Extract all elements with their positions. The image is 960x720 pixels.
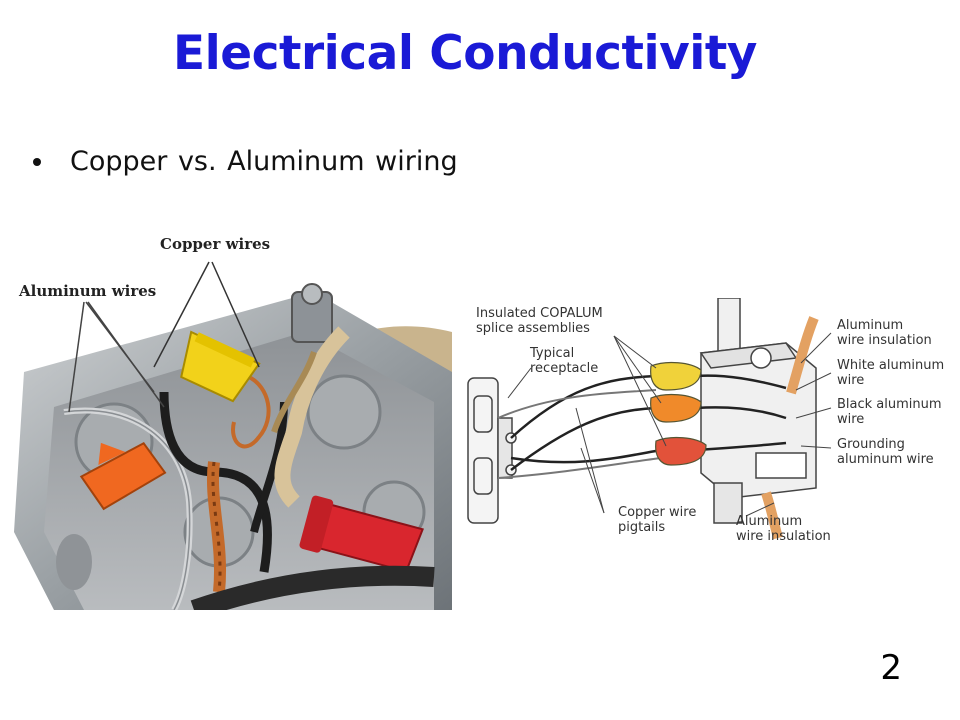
splice-assemblies-label: Insulated COPALUM splice assemblies [476,306,603,336]
aluminum-wires-label: Aluminum wires [17,282,159,300]
slide-title: Electrical Conductivity [173,26,757,81]
junction-box-photo: Copper wires Aluminum wires [14,232,452,620]
copper-pigtails-label: Copper wire pigtails [618,505,697,535]
copper-wires-label: Copper wires [158,235,273,253]
black-aluminum-wire-label: Black aluminum wire [837,397,942,427]
aluminum-insulation-top-label: Aluminum wire insulation [837,318,932,348]
grounding-aluminum-wire-label: Grounding aluminum wire [837,437,934,467]
bullet-text: Copper vs. Aluminum wiring [70,146,458,177]
bullet-item: Copper vs. Aluminum wiring [33,146,458,177]
copalum-wiring-diagram: Insulated COPALUM splice assemblies Typi… [456,297,956,548]
aluminum-insulation-bottom-label: Aluminum wire insulation [736,514,831,544]
white-aluminum-wire-label: White aluminum wire [837,358,945,388]
bullet-dot-icon [33,157,41,166]
page-number: 2 [880,648,902,688]
typical-receptacle-label: Typical receptacle [530,346,599,376]
